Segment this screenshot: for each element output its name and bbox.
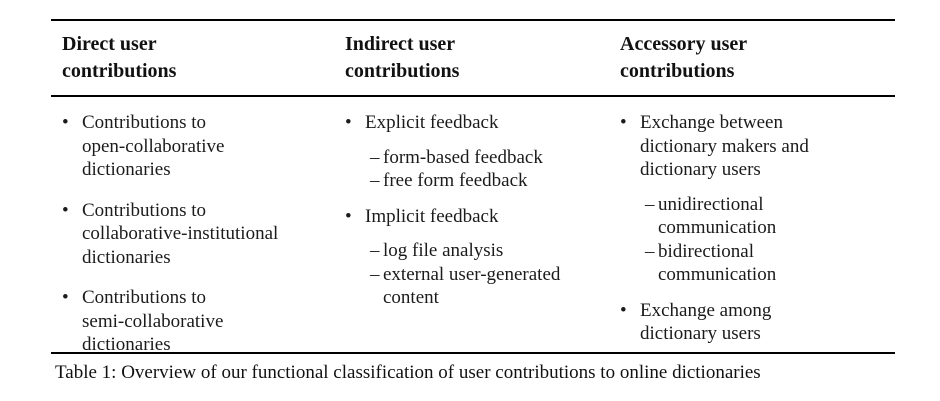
bullet-icon: •	[345, 112, 352, 133]
list-item: • Explicit feedback	[345, 111, 613, 135]
table-top-rule	[51, 19, 895, 21]
list-item-text: Explicit feedback	[365, 112, 499, 133]
table-header-rule	[51, 95, 895, 97]
bullet-icon: •	[620, 112, 627, 133]
column-header: Accessory user contributions	[620, 33, 748, 82]
list-item: • Exchange among dictionary users	[620, 299, 898, 346]
bullet-icon: •	[62, 199, 69, 221]
list-item-text: Contributions to open-collaborative dict…	[82, 112, 225, 180]
sub-list-item: –log file analysis	[370, 239, 613, 263]
list-item-text: Contributions to collaborative-instituti…	[82, 199, 279, 268]
bullet-icon: •	[620, 299, 627, 321]
bullet-icon: •	[345, 205, 352, 227]
sub-list-item: –unidirectional communication	[645, 193, 898, 240]
list-item-text: Exchange among dictionary users	[640, 299, 772, 345]
list-item: • Contributions to semi-collaborative dic…	[62, 286, 340, 357]
column-item-list: • Exchange between dictionary makers and …	[620, 111, 898, 346]
dash-icon: –	[370, 263, 380, 285]
list-item-text: Exchange between dictionary makers and d…	[640, 112, 809, 180]
column-item-list: • Contributions to open-collaborative dic…	[62, 111, 340, 357]
sub-list-item: –free form feedback	[370, 169, 613, 193]
sub-list-item: –form-based feedback	[370, 146, 613, 170]
dash-icon: –	[645, 240, 655, 262]
column-indirect-user-contributions: Indirect user contributions • Explicit fe…	[345, 0, 613, 352]
table-caption: Table 1: Overview of our functional clas…	[55, 362, 761, 383]
list-item-text: bidirectional communication	[658, 240, 777, 286]
list-item-text: free form feedback	[383, 170, 528, 191]
bullet-icon: •	[62, 112, 69, 133]
table-bottom-rule	[51, 352, 895, 354]
list-item: • Contributions to collaborative-institut…	[62, 199, 340, 270]
column-header: Indirect user contributions	[345, 33, 460, 82]
dash-icon: –	[370, 240, 380, 261]
sub-list-item: –external user-generated content	[370, 263, 613, 310]
column-direct-user-contributions: Direct user contributions • Contributions…	[62, 0, 340, 355]
list-item: • Exchange between dictionary makers and …	[620, 111, 898, 182]
list-item: • Implicit feedback	[345, 205, 613, 229]
dash-icon: –	[370, 146, 380, 168]
list-item-text: form-based feedback	[383, 146, 543, 168]
list-item-text: Contributions to semi-collaborative dict…	[82, 287, 224, 355]
list-item: • Contributions to open-collaborative dic…	[62, 111, 340, 182]
list-item-text: unidirectional communication	[658, 193, 777, 239]
column-header: Direct user contributions	[62, 33, 177, 82]
list-item-text: log file analysis	[383, 240, 504, 261]
sub-list-item: –bidirectional communication	[645, 240, 898, 287]
dash-icon: –	[370, 170, 380, 191]
column-item-list: •Explicit feedback–form-based feedback–f…	[345, 111, 613, 310]
bullet-icon: •	[62, 287, 69, 308]
column-accessory-user-contributions: Accessory user contributions • Exchange b…	[620, 0, 898, 352]
list-item-text: external user-generated content	[383, 263, 561, 309]
list-item-text: Implicit feedback	[365, 205, 499, 227]
dash-icon: –	[645, 193, 655, 215]
